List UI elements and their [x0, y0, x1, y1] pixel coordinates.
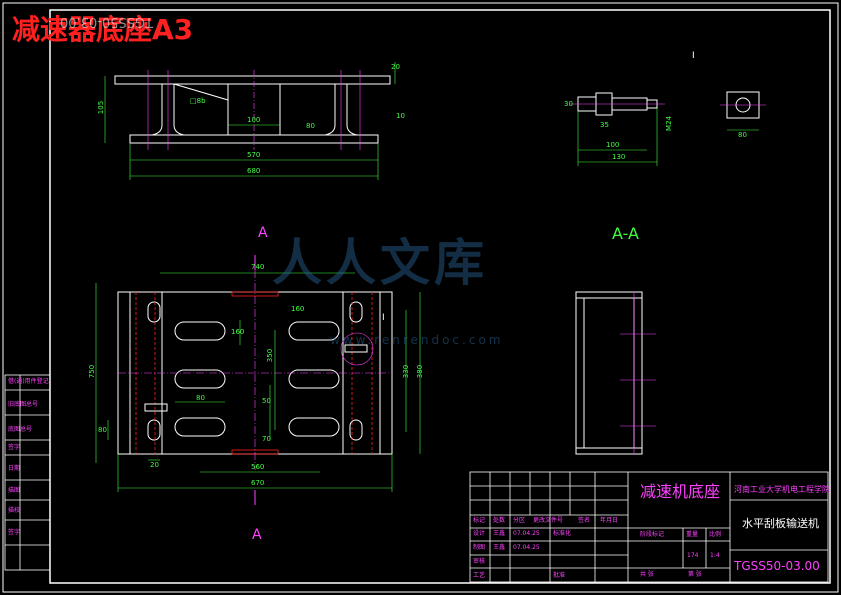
tb-c-weight: 重量 — [686, 531, 699, 538]
strip-7: 签字 — [8, 529, 21, 536]
strip-0: 借(通)用件登记 — [8, 378, 49, 385]
dim-weld: 10 — [396, 112, 405, 120]
dim-w: 80 — [738, 131, 747, 139]
tb-school: 河南工业大学机电工程学院 — [734, 485, 830, 494]
dim-plan-total: 750 — [88, 364, 97, 379]
watermark-sub: www.renrendoc.com — [330, 333, 504, 347]
tb-part-name: 减速机底座 — [640, 482, 721, 501]
tb-r-std: 标准化 — [553, 530, 572, 537]
dim-plan-s1: 50 — [262, 397, 271, 405]
strip-2: 底图总号 — [8, 426, 33, 433]
dim-plan-top: 740 — [251, 263, 265, 271]
tb-h-doc: 更改文件号 — [533, 517, 564, 524]
strip-4: 日期 — [8, 465, 21, 472]
title-block-grid — [469, 471, 829, 583]
tb-sheets: 共 张 — [640, 571, 654, 578]
section-label-bottom: A — [252, 527, 262, 543]
dim-height: 105 — [97, 100, 106, 115]
tb-r-design-name: 王鑫 — [493, 530, 506, 537]
dim-w1: 100 — [247, 116, 261, 124]
tb-h-zone: 分区 — [513, 517, 526, 524]
dim-plan-w2: 670 — [251, 479, 265, 487]
dim-l1: 100 — [606, 141, 620, 149]
tb-weight: 174 — [687, 552, 699, 559]
tb-sheet-no: 第 张 — [688, 571, 702, 578]
tb-drawing-no: TGSS50-03.00 — [734, 559, 820, 573]
tb-c-stage: 阶段标记 — [640, 531, 665, 538]
tb-r-check: 制图 — [473, 544, 486, 551]
dim-thread: M24 — [664, 116, 673, 131]
tb-h-mark: 标记 — [473, 517, 486, 524]
dim-l2: 130 — [612, 153, 626, 161]
section-label-top: A — [258, 225, 268, 241]
dim-plan-w1: 560 — [251, 463, 265, 471]
dim-w3: 680 — [247, 167, 261, 175]
detail-circle-label: I — [382, 313, 385, 323]
tb-r-process: 工艺 — [473, 572, 486, 579]
left-strip — [4, 374, 51, 571]
dim-h2: 80 — [306, 122, 315, 130]
strip-3: 签字 — [8, 444, 21, 451]
tb-project: 水平刮板输送机 — [742, 517, 819, 530]
plan-view-dims — [95, 272, 421, 492]
dim-plan-h2: 350 — [266, 348, 275, 363]
tb-scale: 1:4 — [710, 552, 720, 559]
dim-w2: 570 — [247, 151, 261, 159]
tb-r-check-date: 07.04.25 — [513, 544, 540, 551]
dim-thk: 20 — [391, 63, 400, 71]
front-view-centerlines — [147, 70, 361, 150]
dim-angle: □8b — [190, 97, 206, 105]
tb-r-design: 设计 — [473, 530, 486, 537]
tb-c-scale: 比例 — [709, 531, 722, 538]
strip-1: 旧底图总号 — [8, 401, 39, 408]
dim-plan-h3: 160 — [291, 305, 305, 313]
tb-h-date: 年月日 — [600, 517, 619, 524]
strip-6: 描校 — [8, 507, 21, 514]
dim-plan-h5: 380 — [416, 364, 425, 379]
tb-r-approve: 批准 — [553, 572, 566, 579]
dim-plan-gap: 80 — [196, 394, 205, 402]
dim-plan-s2: 70 — [262, 435, 271, 443]
front-view-dims — [104, 62, 396, 180]
inner-frame — [49, 9, 831, 584]
plan-view-centerlines — [118, 270, 392, 470]
header-drawing-no: TGSS50-03.00 — [60, 14, 153, 29]
drawing-title: 减速器底座A3 — [12, 13, 194, 46]
tb-r-check-name: 王鑫 — [493, 544, 506, 551]
section-name: A-A — [612, 224, 639, 243]
dim-plan-h1: 160 — [231, 328, 245, 336]
front-view — [114, 75, 391, 144]
section-aa — [575, 291, 643, 455]
watermark-main: 人人文库 — [272, 234, 488, 292]
dim-plan-c1: 20 — [150, 461, 159, 469]
tb-r-audit: 审核 — [473, 558, 486, 565]
strip-5: 描图 — [8, 487, 21, 494]
dim-d2: 35 — [600, 121, 609, 129]
dim-plan-left: 80 — [98, 426, 107, 434]
detail-label-top: I — [692, 51, 695, 61]
tb-r-design-date: 07.04.25 — [513, 530, 540, 537]
dim-plan-h4: 330 — [402, 364, 411, 379]
dim-d1: 30 — [564, 100, 573, 108]
tb-h-sign: 签名 — [578, 517, 591, 524]
tb-h-count: 处数 — [493, 517, 506, 524]
